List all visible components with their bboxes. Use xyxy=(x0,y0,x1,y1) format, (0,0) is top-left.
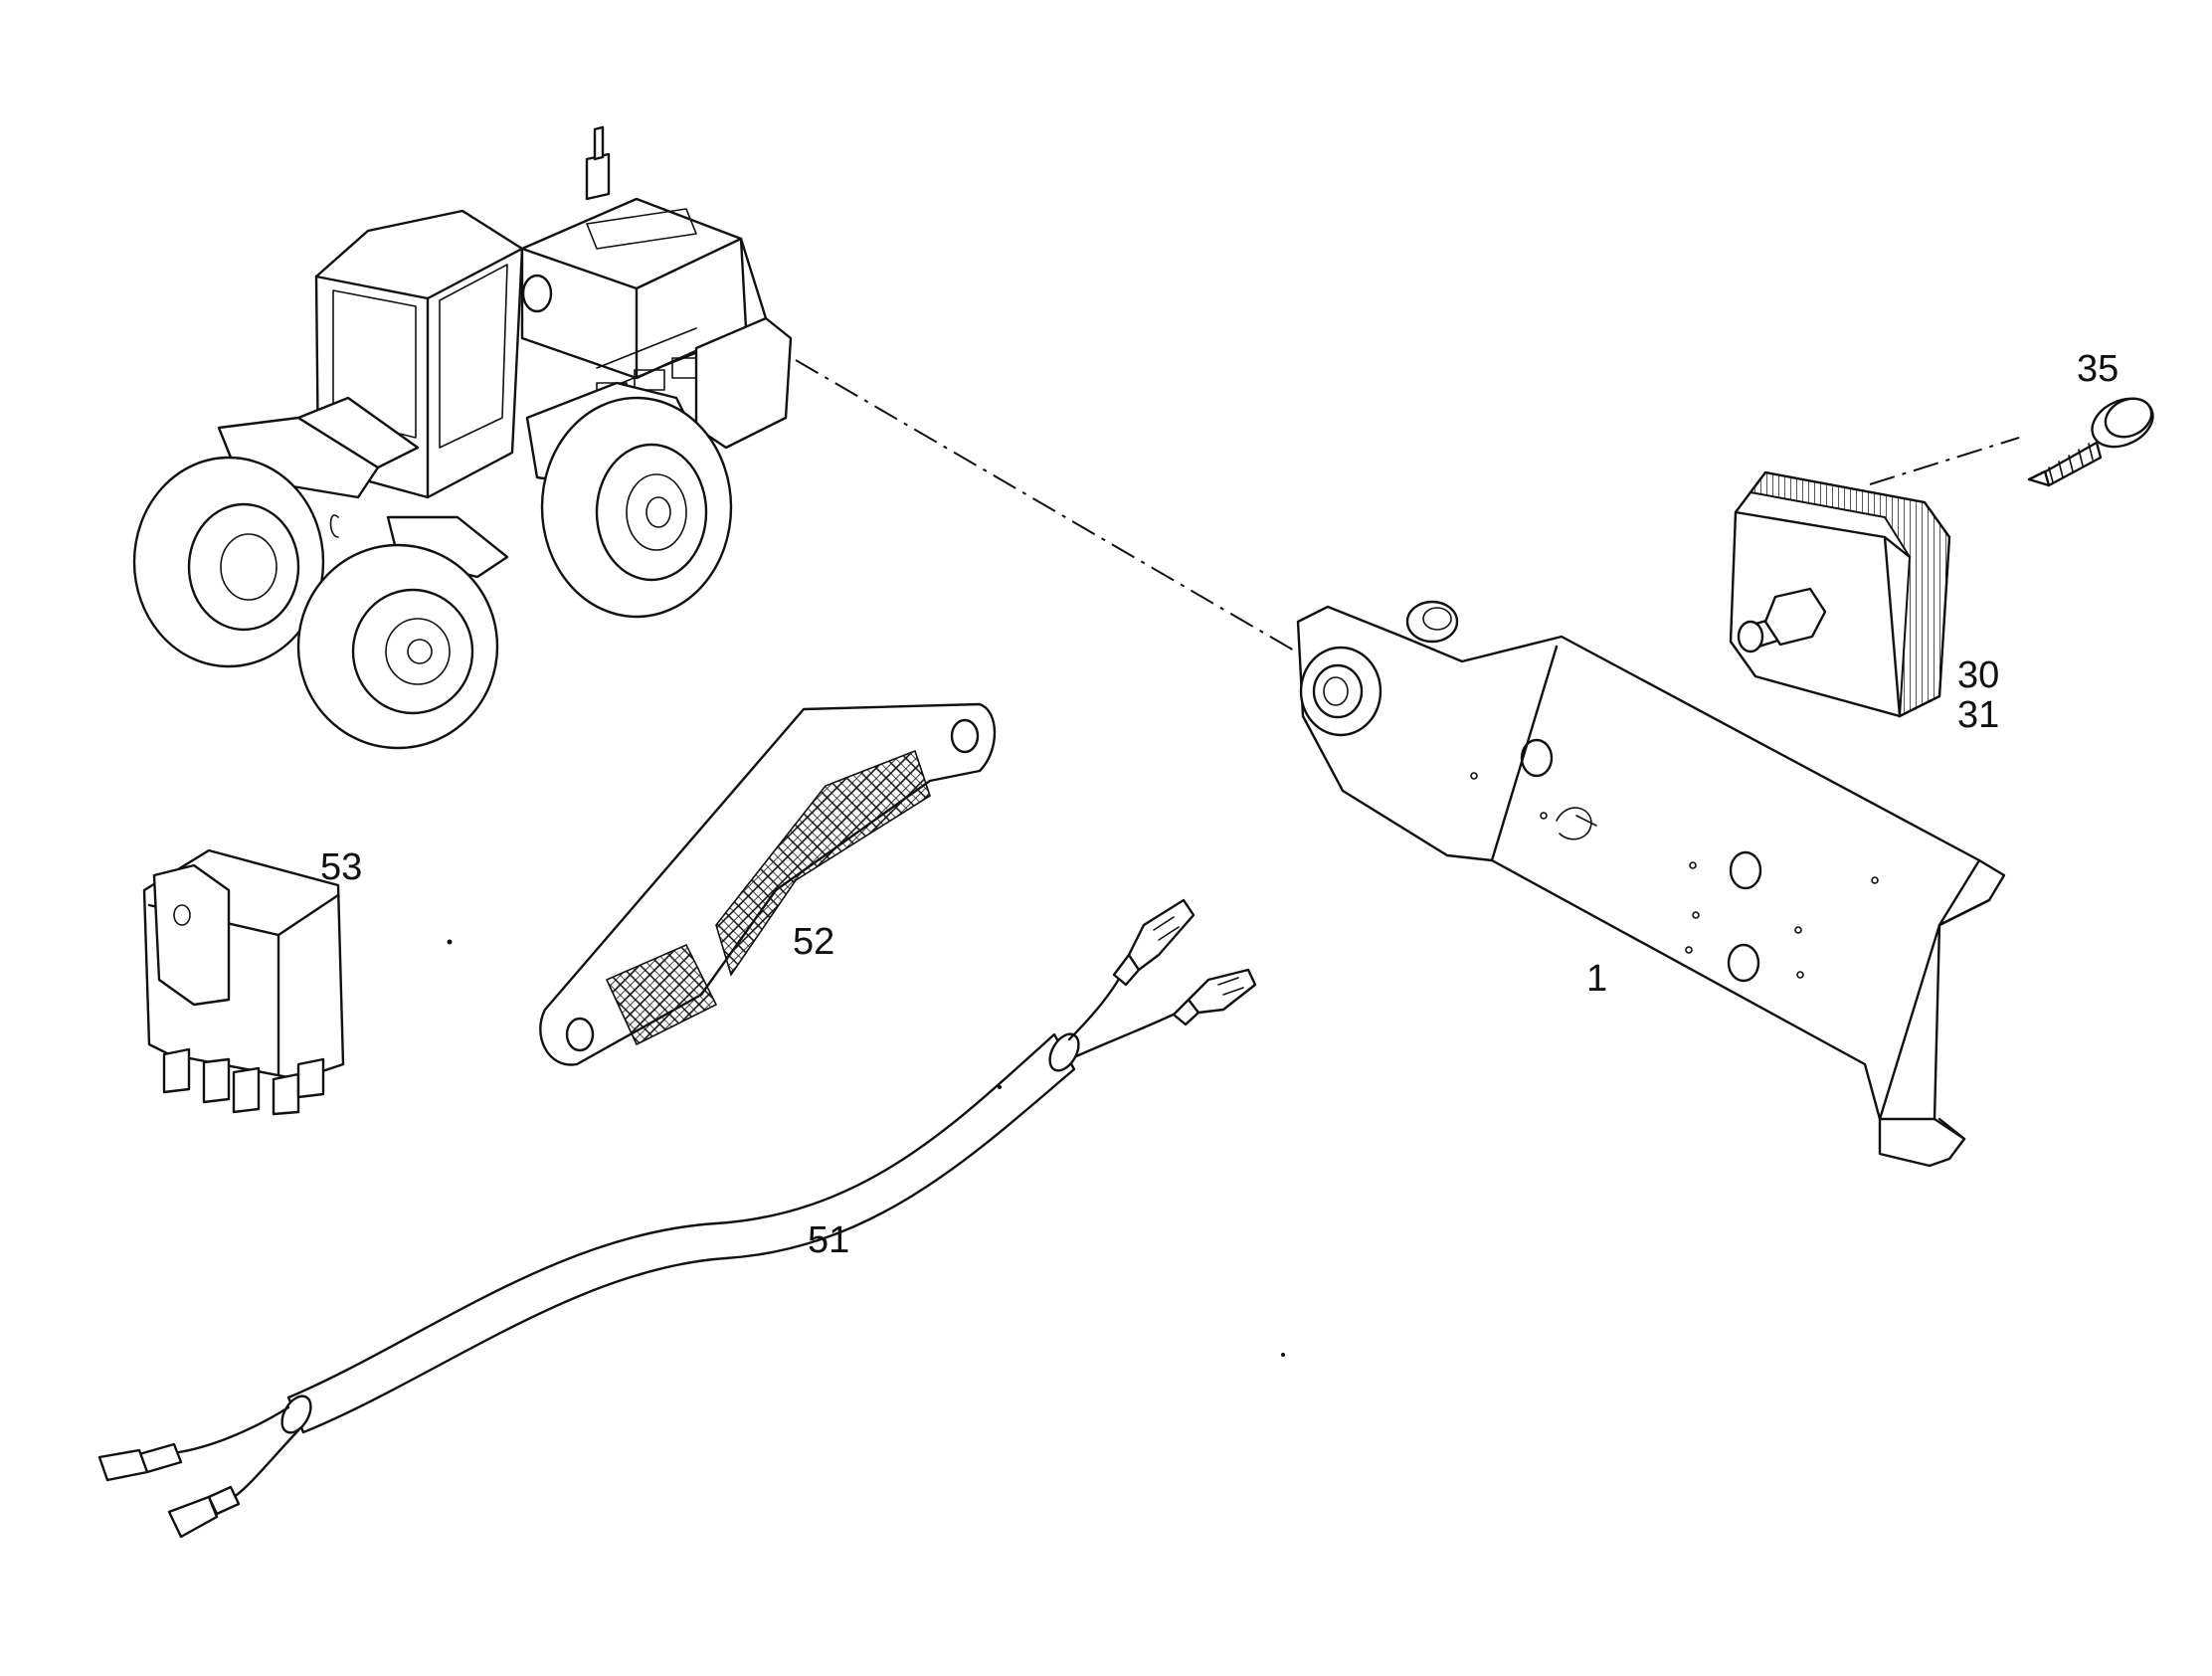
callout-52: 52 xyxy=(793,921,835,963)
callout-31: 31 xyxy=(1957,694,2000,736)
callout-35: 35 xyxy=(2077,348,2120,390)
callout-53: 53 xyxy=(320,846,363,888)
relay xyxy=(142,848,345,1116)
callout-1: 1 xyxy=(1586,958,1608,1000)
stray-dot xyxy=(998,1085,1002,1089)
mounting-bracket xyxy=(1296,600,2006,1168)
stray-dot xyxy=(1281,1353,1285,1357)
wheel-loader-illustration xyxy=(132,125,793,750)
screw xyxy=(2027,397,2154,487)
leader-line-screw xyxy=(1869,437,2020,485)
stray-dot xyxy=(447,939,453,945)
callout-30: 30 xyxy=(1957,654,2000,696)
leader-line-machine xyxy=(795,359,1314,662)
callout-51: 51 xyxy=(808,1219,850,1261)
cable-harness xyxy=(97,898,1257,1539)
ground-strap xyxy=(539,702,997,1066)
lamp xyxy=(1729,470,1951,718)
